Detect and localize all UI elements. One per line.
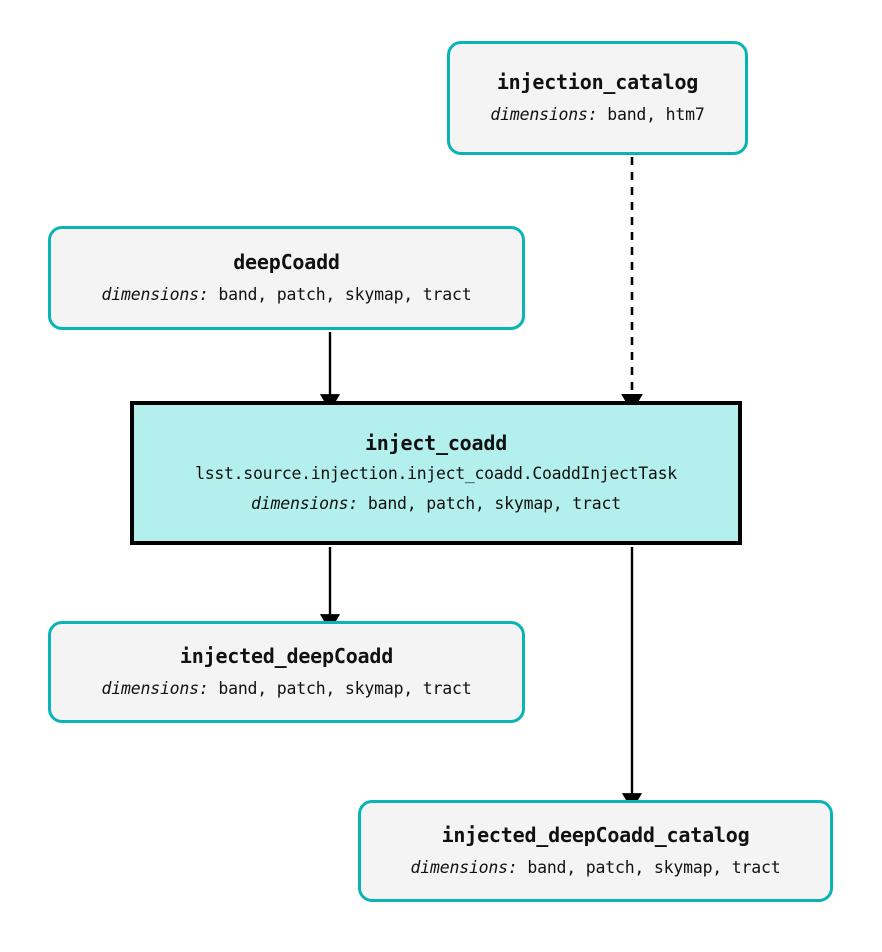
dimensions-value: band, patch, skymap, tract: [218, 284, 472, 304]
node-title: injection_catalog: [496, 69, 699, 94]
dimensions-value: band, patch, skymap, tract: [367, 493, 621, 513]
dimensions-value: band, htm7: [607, 104, 705, 124]
node-title: injected_deepCoadd: [179, 643, 394, 668]
node-title: deepCoadd: [233, 249, 340, 274]
dimensions-label: dimensions:: [101, 284, 209, 304]
node-dimensions: dimensions: band, patch, skymap, tract: [411, 857, 781, 879]
node-deepcoadd[interactable]: deepCoadd dimensions: band, patch, skyma…: [48, 226, 525, 330]
dimensions-label: dimensions:: [101, 678, 209, 698]
node-dimensions: dimensions: band, patch, skymap, tract: [102, 678, 472, 700]
dimensions-label: dimensions:: [251, 493, 359, 513]
dimensions-label: dimensions:: [410, 857, 518, 877]
node-dimensions: dimensions: band, htm7: [490, 104, 704, 126]
node-title: injected_deepCoadd_catalog: [441, 822, 750, 847]
dimensions-value: band, patch, skymap, tract: [218, 678, 472, 698]
dimensions-value: band, patch, skymap, tract: [527, 857, 781, 877]
node-dimensions: dimensions: band, patch, skymap, tract: [251, 493, 621, 515]
node-injected-deepcoadd[interactable]: injected_deepCoadd dimensions: band, pat…: [48, 621, 525, 723]
node-title: inject_coadd: [364, 431, 508, 456]
node-class-path: lsst.source.injection.inject_coadd.Coadd…: [195, 464, 677, 484]
node-injection-catalog[interactable]: injection_catalog dimensions: band, htm7: [447, 41, 748, 155]
dimensions-label: dimensions:: [490, 104, 598, 124]
node-dimensions: dimensions: band, patch, skymap, tract: [102, 284, 472, 306]
node-inject-coadd-task[interactable]: inject_coadd lsst.source.injection.injec…: [130, 401, 742, 545]
node-injected-deepcoadd-catalog[interactable]: injected_deepCoadd_catalog dimensions: b…: [358, 800, 833, 902]
